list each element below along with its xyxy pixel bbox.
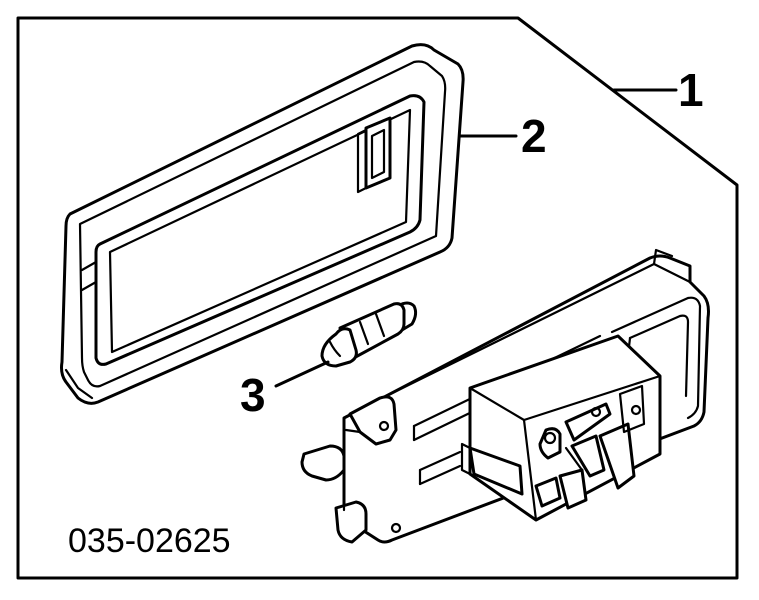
diagram-frame	[16, 16, 739, 580]
lens-gasket-part	[60, 43, 465, 405]
callout-leader-3	[274, 360, 330, 388]
callout-label-2: 2	[521, 110, 547, 162]
lamp-housing-part	[300, 248, 710, 544]
callout-label-3: 3	[240, 369, 266, 421]
callout-label-1: 1	[678, 64, 704, 116]
part-code: 035-02625	[68, 522, 231, 560]
bulb-part	[320, 301, 418, 368]
